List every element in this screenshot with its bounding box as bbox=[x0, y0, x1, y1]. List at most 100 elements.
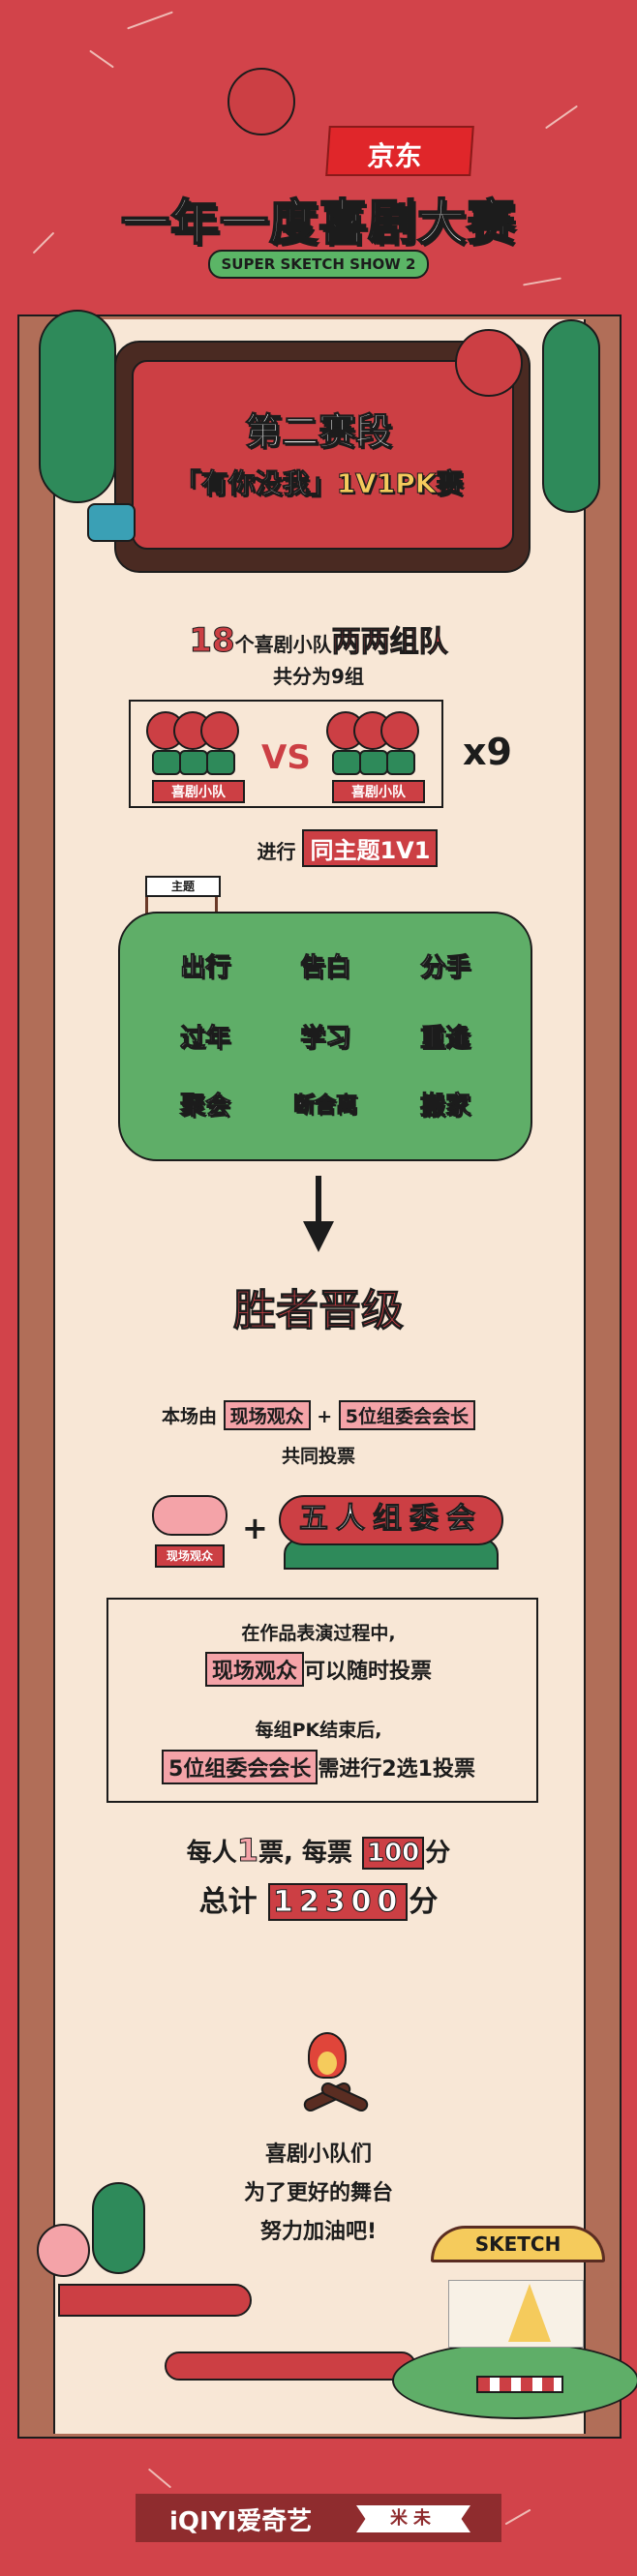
confetti bbox=[89, 49, 114, 69]
sketch-gate: SKETCH bbox=[431, 2226, 605, 2262]
tree-decoration bbox=[37, 2224, 90, 2277]
theme-item: 搬家 bbox=[397, 1086, 494, 1122]
rule-text: 可以随时投票 bbox=[304, 1660, 433, 1684]
score-text: 票, 每票 bbox=[258, 1839, 352, 1868]
theme-prefix: 进行 bbox=[257, 840, 296, 863]
committee-badge: 五人组委会 bbox=[279, 1495, 503, 1545]
camera-icon bbox=[87, 503, 136, 542]
theme-item: 过年 bbox=[157, 1018, 254, 1054]
tree-decoration bbox=[92, 2182, 145, 2274]
cheer-line: 努力加油吧! bbox=[259, 2220, 378, 2244]
vs-label: VS bbox=[261, 738, 311, 777]
theme-line: 进行 同主题1V1 bbox=[0, 829, 637, 867]
team-count: 18 bbox=[189, 621, 235, 661]
committee-tag: 5位组委会会长 bbox=[162, 1750, 318, 1784]
theme-label: 搬家 bbox=[419, 1092, 470, 1122]
voting-line2: 共同投票 bbox=[281, 1446, 355, 1467]
rule-line1: 在作品表演过程中, bbox=[241, 1623, 396, 1644]
team-b: 喜剧小队 bbox=[322, 711, 429, 803]
theme-label: 断舍离 bbox=[292, 1093, 357, 1119]
stem bbox=[206, 750, 235, 775]
stage-board-panel bbox=[132, 360, 514, 550]
mascot-body bbox=[542, 319, 600, 513]
theme-field: 出行 告白 分手 过年 学习 重逢 聚会 断舍离 搬家 bbox=[118, 912, 532, 1161]
theme-item: 断舍离 bbox=[277, 1088, 374, 1121]
red-road bbox=[165, 2351, 416, 2381]
team-label: 喜剧小队 bbox=[332, 780, 425, 803]
show-subtitle: SUPER SKETCH SHOW 2 bbox=[208, 250, 429, 279]
theme-item: 重逢 bbox=[397, 1018, 494, 1054]
podium bbox=[476, 2376, 563, 2393]
theme-item: 学习 bbox=[277, 1018, 374, 1054]
theme-label: 告白 bbox=[299, 953, 350, 983]
grouping-text: 个喜剧小队 bbox=[234, 633, 332, 656]
arrow-down-icon bbox=[303, 1221, 334, 1252]
team-label: 喜剧小队 bbox=[152, 780, 245, 803]
jd-brand-banner: 京东 bbox=[325, 126, 474, 176]
voting-prefix: 本场由 bbox=[161, 1406, 217, 1427]
show-title: 一年一度喜剧大赛 bbox=[120, 194, 516, 252]
score-unit: 分 bbox=[425, 1839, 451, 1868]
theme-label: 重逢 bbox=[419, 1024, 470, 1054]
plus-sign: + bbox=[242, 1510, 268, 1546]
theme-item: 聚会 bbox=[157, 1086, 254, 1122]
red-road bbox=[58, 2284, 252, 2317]
rule-line2: 现场观众可以随时投票 bbox=[0, 1652, 637, 1687]
footer-logos: iQIYI爱奇艺 米未 bbox=[136, 2494, 501, 2542]
grouping-line2: 共分为9组 bbox=[273, 665, 364, 688]
flower-icon bbox=[380, 711, 419, 750]
score-text: 每人 bbox=[186, 1839, 237, 1868]
theme-label: 过年 bbox=[179, 1024, 230, 1054]
total-label: 总计 bbox=[198, 1885, 258, 1919]
theme-label: 分手 bbox=[419, 953, 470, 983]
confetti bbox=[127, 11, 173, 30]
rule-line3: 每组PK结束后, bbox=[255, 1720, 382, 1741]
theme-item: 告白 bbox=[277, 947, 374, 983]
flower-icon bbox=[200, 711, 239, 750]
votes-per-person: 1 bbox=[236, 1832, 258, 1870]
scroll-paper bbox=[53, 319, 586, 2434]
audience-flowers bbox=[152, 1495, 228, 1536]
mimi-logo: 米未 bbox=[356, 2505, 470, 2532]
stem bbox=[179, 750, 208, 775]
iqiyi-logo: iQIYI爱奇艺 bbox=[169, 2507, 313, 2536]
audience-tag: 现场观众 bbox=[204, 1652, 304, 1687]
theme-item: 分手 bbox=[397, 947, 494, 983]
brand-label: 京东 bbox=[366, 140, 423, 172]
cheer-line: 为了更好的舞台 bbox=[243, 2181, 393, 2205]
grouping-line1: 18个喜剧小队两两组队 bbox=[0, 617, 637, 661]
subtitle-suffix: 赛 bbox=[436, 467, 464, 500]
total-score: 12300 bbox=[268, 1883, 409, 1921]
rules-box bbox=[106, 1598, 538, 1803]
audience-tag: 现场观众 bbox=[223, 1400, 311, 1430]
subtitle-prefix: 「有你没我」 bbox=[173, 467, 337, 500]
vs-box: 喜剧小队 VS 喜剧小队 bbox=[129, 700, 443, 808]
arrow-down-icon bbox=[316, 1176, 321, 1224]
theme-label: 聚会 bbox=[179, 1092, 230, 1122]
cheer-line: 喜剧小队们 bbox=[264, 2142, 372, 2167]
confetti bbox=[545, 105, 578, 130]
rule-line4: 5位组委会会长需进行2选1投票 bbox=[0, 1750, 637, 1784]
mascot-flower bbox=[455, 329, 523, 397]
stem bbox=[332, 750, 361, 775]
points-per-vote: 100 bbox=[361, 1837, 425, 1870]
audience-badge: 现场观众 bbox=[155, 1544, 225, 1568]
stem bbox=[386, 750, 415, 775]
tree-decoration bbox=[39, 310, 116, 503]
confetti bbox=[147, 2468, 172, 2489]
theme-item: 出行 bbox=[157, 947, 254, 983]
stem bbox=[152, 750, 181, 775]
committee-tag: 5位组委会会长 bbox=[338, 1400, 476, 1430]
star-mascot bbox=[508, 2284, 551, 2342]
theme-highlight: 同主题1V1 bbox=[302, 829, 439, 867]
theme-label: 学习 bbox=[299, 1024, 350, 1054]
subtitle-highlight: 1V1PK bbox=[336, 467, 437, 500]
flame bbox=[318, 2052, 337, 2075]
multiplier: x9 bbox=[463, 731, 512, 773]
stage-subtitle: 「有你没我」1V1PK赛 bbox=[0, 463, 637, 501]
confetti bbox=[523, 277, 561, 286]
score-unit: 分 bbox=[409, 1885, 439, 1919]
rule-text: 需进行2选1投票 bbox=[318, 1757, 475, 1782]
